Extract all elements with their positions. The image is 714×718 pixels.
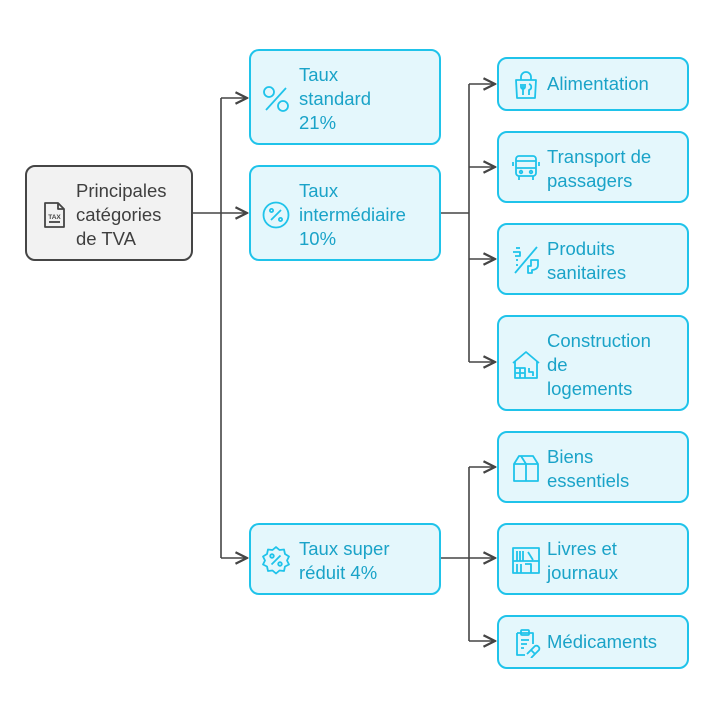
rate-label: Taux standard 21% [299,64,371,133]
shopping-bag-food-icon [515,71,537,99]
item-label: Produits sanitaires [547,238,627,283]
rate-label: Taux super réduit 4% [299,538,390,583]
item-label: Biens essentiels [547,446,630,491]
percent-icon [263,86,289,112]
percent-circle-icon [262,201,290,229]
item-label: Médicaments [547,631,658,652]
item-label: Construction de logements [547,330,651,399]
rate-node-super-reduced: Taux super réduit 4% [249,523,441,595]
rate-node-standard: Taux standard 21% [249,49,441,145]
svg-text:TAX: TAX [48,214,61,221]
tax-document-icon: TAX [44,202,65,228]
item-label: Alimentation [547,73,649,94]
sanitary-tap-toilet-icon [513,246,539,274]
percent-badge-icon [262,546,290,575]
root-label: Principales catégories de TVA [76,180,167,249]
item-node-alimentation: Alimentation [497,57,689,111]
medical-clipboard-icon [516,629,541,658]
item-label: Transport de passagers [547,146,652,191]
milk-carton-icon [513,455,539,482]
rate-label: Taux intermédiaire 10% [299,180,406,249]
item-node-medicine: Médicaments [497,615,689,669]
item-node-books: Livres et journaux [497,523,689,595]
item-node-essentials: Biens essentiels [497,431,689,503]
item-node-sanitary: Produits sanitaires [497,223,689,295]
root-node: TAX Principales catégories de TVA [25,165,193,261]
house-construction-icon [512,351,540,379]
item-label: Livres et journaux [547,538,618,583]
item-node-construction: Construction de logements [497,315,689,411]
bookshelf-icon [512,547,540,574]
item-node-transport: Transport de passagers [497,131,689,203]
rate-node-intermediate: Taux intermédiaire 10% [249,165,441,261]
bus-icon [512,155,540,180]
